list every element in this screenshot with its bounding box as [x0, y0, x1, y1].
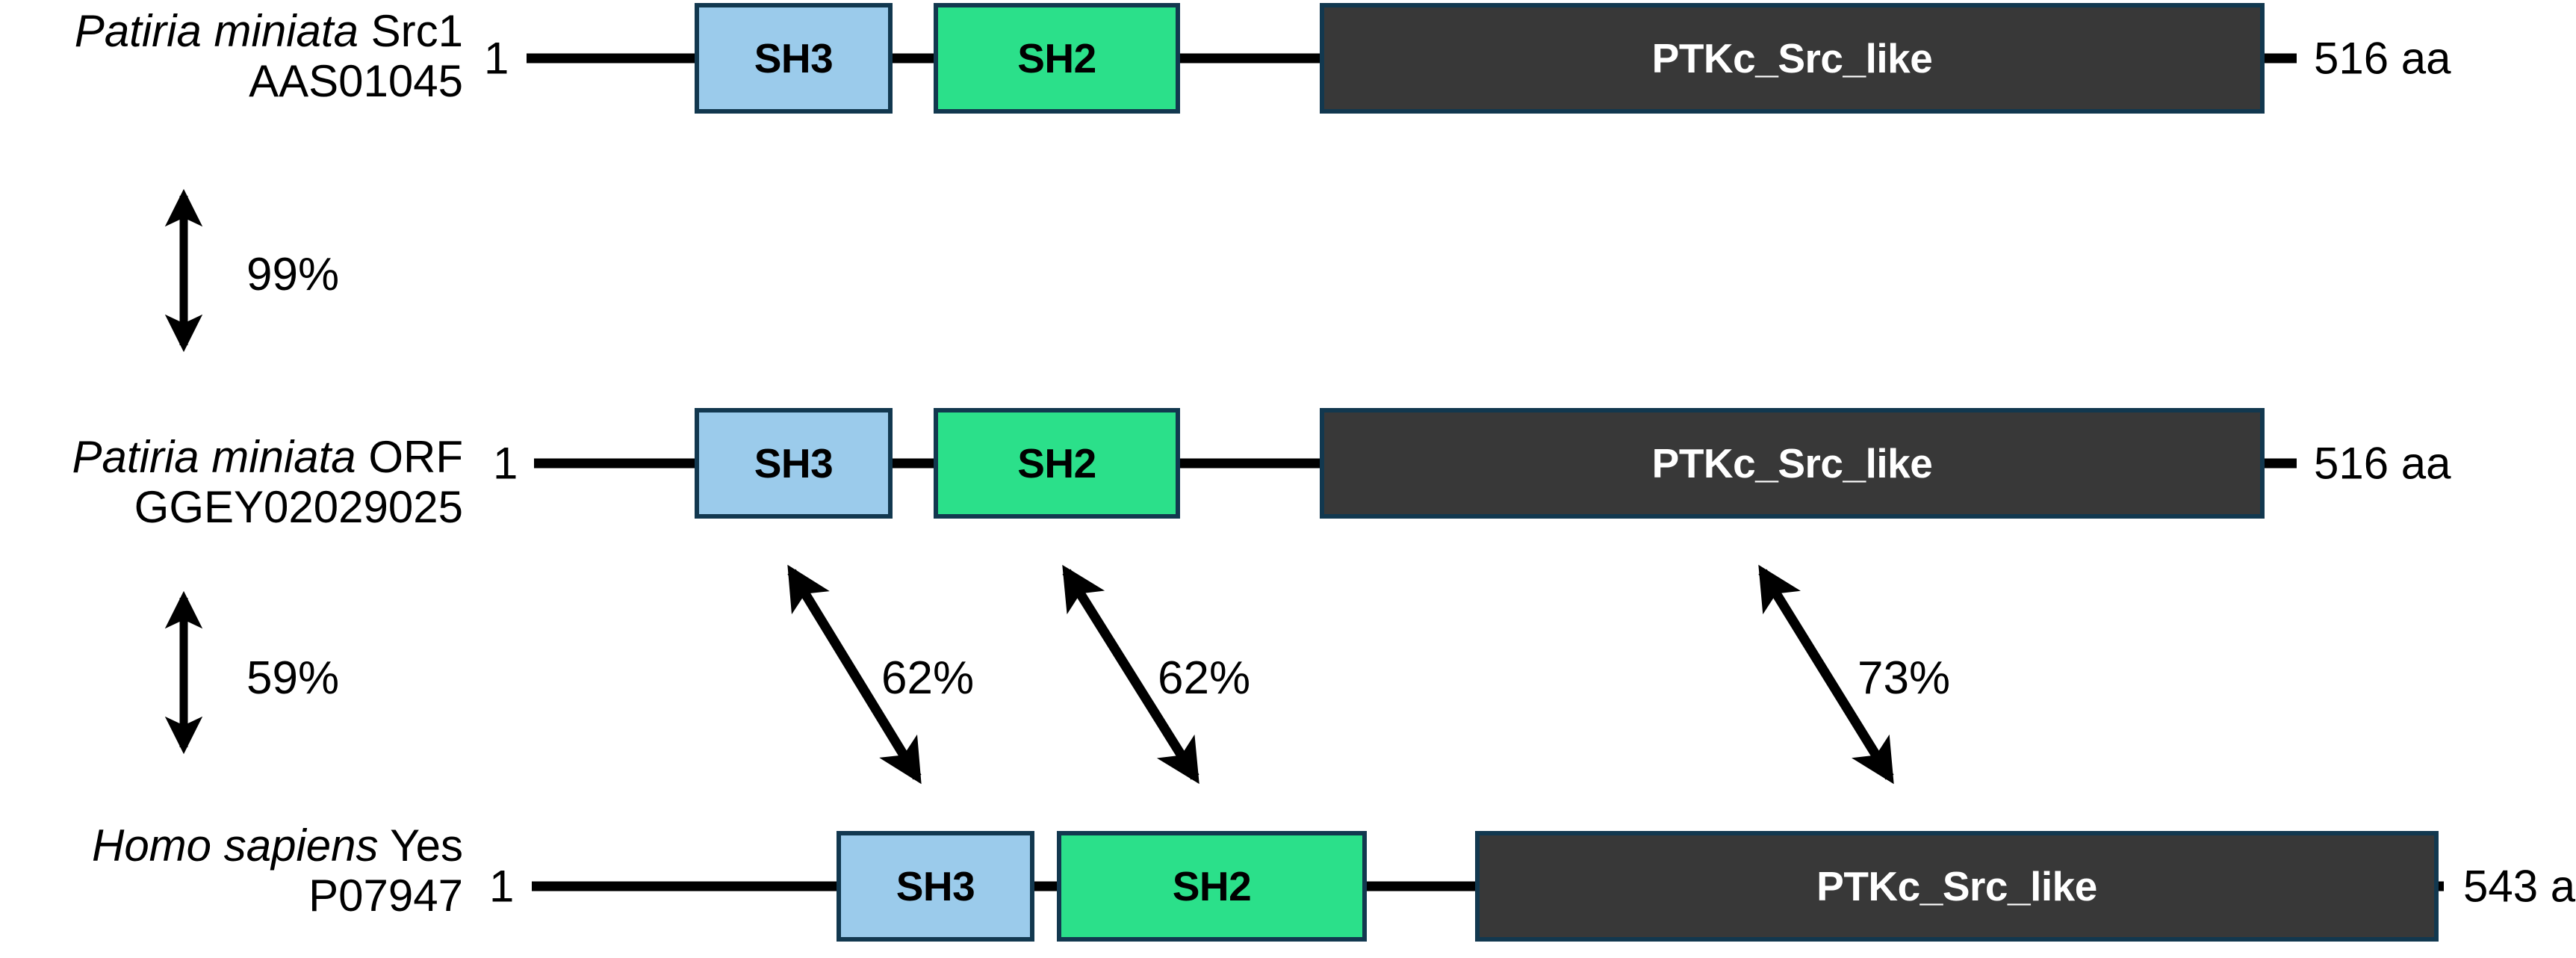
protein-length-1: 516 aa — [2314, 33, 2451, 84]
species-name-2: Patiria miniata — [72, 432, 356, 482]
start-position-3: 1 — [489, 861, 515, 912]
identity-value-59: 59% — [246, 652, 340, 704]
protein-length-2: 516 aa — [2314, 438, 2451, 489]
domain-sh2-3[interactable]: SH2 — [1057, 831, 1367, 942]
domain-ptkc-3[interactable]: PTKc_Src_like — [1475, 831, 2439, 942]
identity-value-sh3: 62% — [881, 652, 975, 704]
accession-3: P07947 — [308, 871, 463, 921]
protein-label-1: Patiria miniata Src1 AAS01045 — [7, 6, 463, 106]
identity-value-99: 99% — [246, 249, 340, 300]
protein-length-3: 543 aa — [2463, 861, 2576, 912]
domain-sh3-2[interactable]: SH3 — [695, 408, 893, 519]
protein-name-2: ORF — [368, 432, 463, 482]
protein-name-1: Src1 — [370, 6, 463, 56]
domain-ptkc-1[interactable]: PTKc_Src_like — [1320, 3, 2265, 114]
domain-sh3-3[interactable]: SH3 — [837, 831, 1034, 942]
domain-sh2-1[interactable]: SH2 — [934, 3, 1180, 114]
protein-label-3: Homo sapiens Yes P07947 — [7, 821, 463, 921]
start-position-2: 1 — [493, 438, 518, 489]
species-name-3: Homo sapiens — [91, 821, 379, 871]
domain-sh2-2[interactable]: SH2 — [934, 408, 1180, 519]
species-name-1: Patiria miniata — [74, 6, 359, 56]
identity-value-ptkc: 73% — [1857, 652, 1951, 704]
accession-1: AAS01045 — [249, 56, 463, 107]
domain-sh3-1[interactable]: SH3 — [695, 3, 893, 114]
domain-ptkc-2[interactable]: PTKc_Src_like — [1320, 408, 2265, 519]
protein-label-2: Patiria miniata ORF GGEY02029025 — [7, 432, 463, 532]
identity-value-sh2: 62% — [1158, 652, 1251, 704]
accession-2: GGEY02029025 — [134, 482, 463, 533]
start-position-1: 1 — [484, 33, 509, 84]
protein-name-3: Yes — [390, 821, 463, 871]
